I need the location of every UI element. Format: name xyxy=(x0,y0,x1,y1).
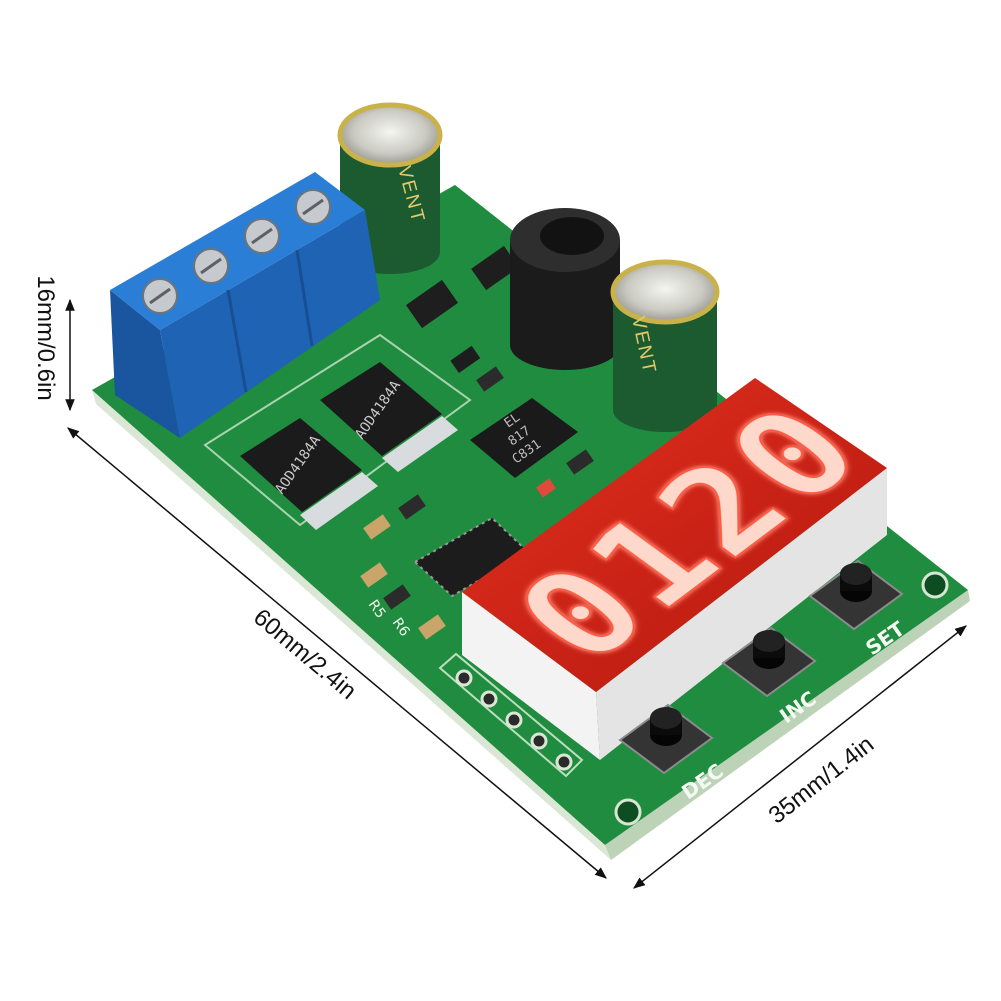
inductor-core xyxy=(540,217,604,255)
header-pin-hole xyxy=(505,711,523,729)
header-pin-hole xyxy=(555,753,573,771)
screw-slot xyxy=(302,198,324,216)
optocoupler-marking-line1: EL xyxy=(502,410,524,431)
width-dimension-line xyxy=(633,625,967,889)
switch-cap-top xyxy=(650,707,682,729)
switch-cap-top xyxy=(840,563,872,585)
terminal-screw xyxy=(244,218,280,254)
terminal-divider xyxy=(226,289,248,393)
width-dimension-label: 35mm/1.4in xyxy=(764,731,879,829)
capacitor-top xyxy=(337,102,443,168)
screw-slot xyxy=(251,227,273,245)
screw-terminal-block xyxy=(110,172,380,438)
screw-slot xyxy=(149,287,171,305)
capacitor-body xyxy=(613,292,717,432)
smd-regulator xyxy=(405,279,459,329)
mounting-hole xyxy=(921,571,949,599)
capacitor-2: VENT xyxy=(610,259,720,432)
header-pin-hole xyxy=(530,732,548,750)
switch-cap-top xyxy=(753,630,785,652)
length-dimension-line xyxy=(67,427,607,879)
smd-resistor xyxy=(476,366,504,392)
terminal-screw xyxy=(142,278,178,314)
terminal-divider xyxy=(295,249,314,347)
inductor xyxy=(510,208,620,370)
capacitor-top xyxy=(610,259,720,325)
height-dimension-label: 16mm/0.6in xyxy=(32,275,59,400)
header-pin-hole xyxy=(480,690,498,708)
terminal-left-side xyxy=(110,290,180,438)
inductor-body xyxy=(510,240,620,370)
terminal-screw xyxy=(295,189,331,225)
set-button xyxy=(808,559,904,631)
smd-diode xyxy=(450,345,481,374)
height-dimension: 16mm/0.6in xyxy=(32,275,75,412)
terminal-screw xyxy=(193,248,229,284)
mounting-hole xyxy=(614,798,642,826)
screw-slot xyxy=(200,257,222,275)
terminal-front-face xyxy=(160,210,380,438)
header-pin-hole xyxy=(455,669,473,687)
smd-regulator xyxy=(471,245,519,291)
